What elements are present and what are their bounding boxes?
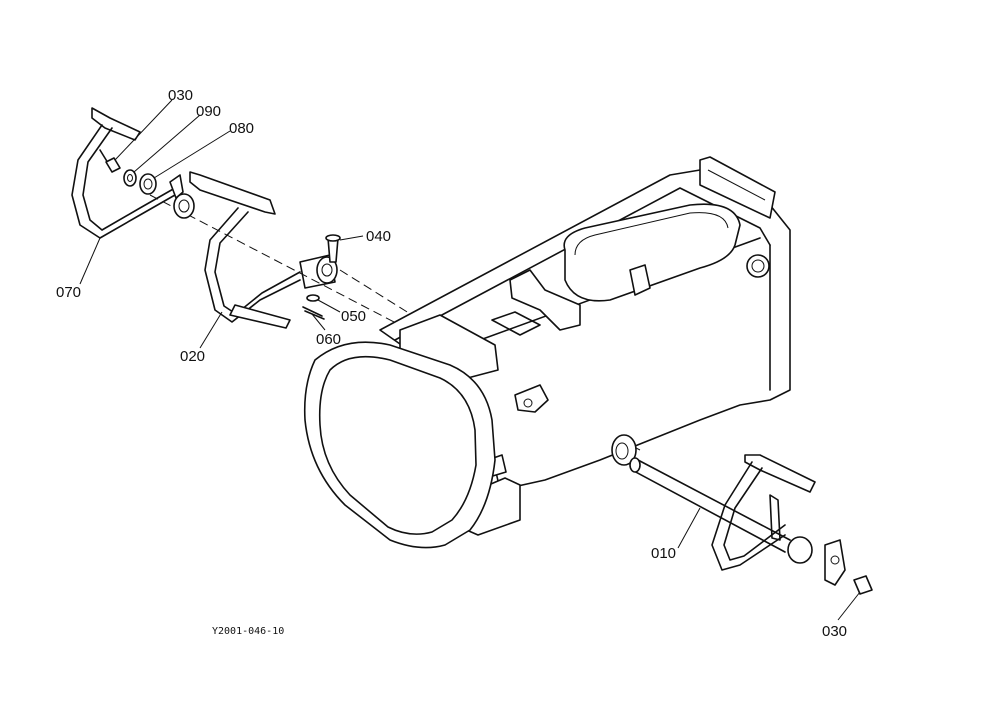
callout-060: 060: [316, 331, 341, 348]
grease-nipple-030-left: [105, 157, 121, 173]
left-brake-pedal-070: [71, 107, 176, 239]
washer-050: [306, 294, 320, 302]
washer-090: [123, 169, 137, 187]
callout-080: 080: [229, 120, 254, 137]
pin-040: [325, 234, 341, 263]
clutch-bell-housing: [303, 341, 496, 549]
callout-050: 050: [341, 308, 366, 325]
pedal-hub-070: [169, 174, 195, 219]
collar-080: [139, 173, 157, 195]
callout-labels: 030 090 080 040 070 050 060 020 010 030 …: [56, 87, 847, 640]
callout-020: 020: [180, 348, 205, 365]
brake-pedal-shaft-010: [629, 454, 846, 586]
callout-090: 090: [196, 103, 221, 120]
callout-030-left: 030: [168, 87, 193, 104]
drawing-code: Y2001-046-10: [212, 626, 284, 637]
brake-pedal-020: [189, 171, 338, 329]
callout-040: 040: [366, 228, 391, 245]
grease-nipple-030-right: [853, 575, 873, 595]
callout-030-right: 030: [822, 623, 847, 640]
leader-lines: [79, 99, 861, 621]
assembly-axis-lines: [149, 194, 641, 451]
split-pin-060: [302, 306, 325, 320]
callout-010: 010: [651, 545, 676, 562]
callout-070: 070: [56, 284, 81, 301]
